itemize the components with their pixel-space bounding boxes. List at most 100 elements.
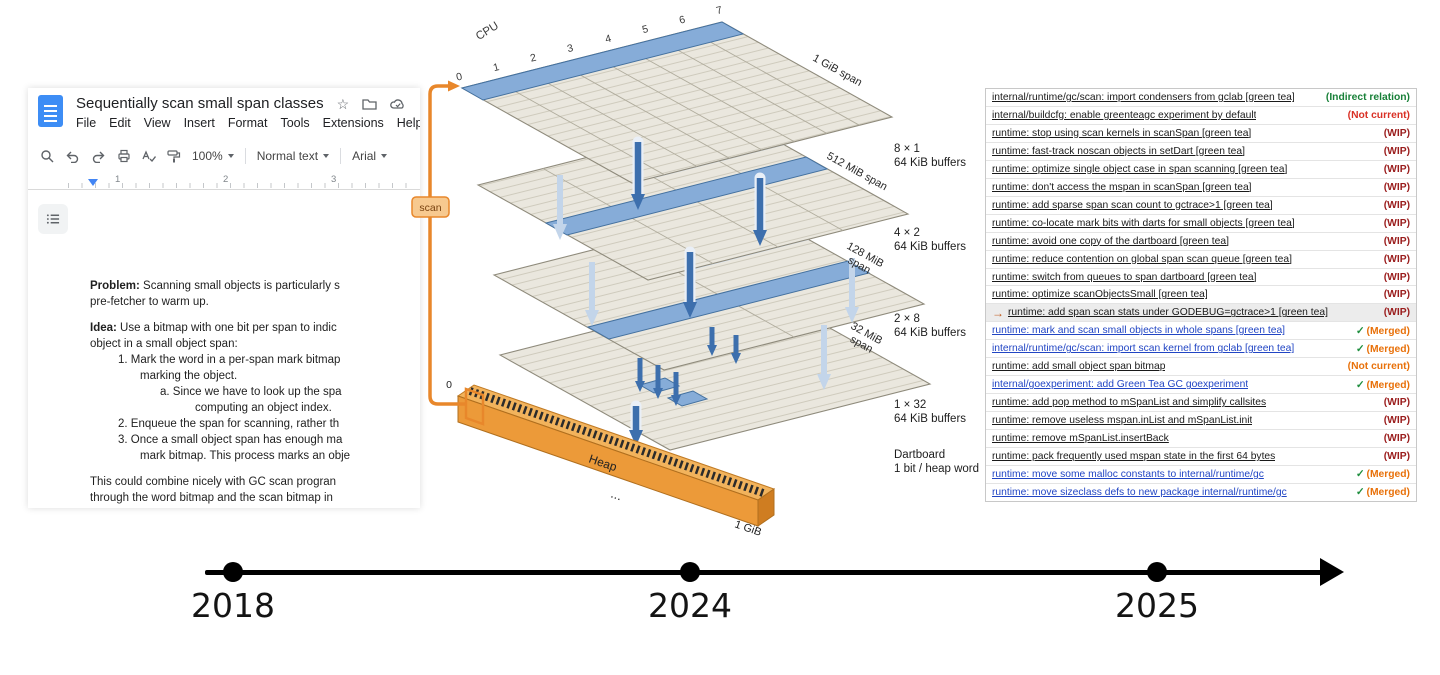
font-select[interactable]: Arial xyxy=(352,149,388,163)
zoom-select[interactable]: 100% xyxy=(192,149,234,163)
commit-link[interactable]: runtime: avoid one copy of the dartboard… xyxy=(992,235,1229,247)
menu-file[interactable]: File xyxy=(76,116,97,130)
menu-view[interactable]: View xyxy=(143,116,171,130)
doc-text-line: 3. Once a small object span has enough m… xyxy=(118,434,343,446)
menu-format[interactable]: Format xyxy=(227,116,268,130)
commit-link[interactable]: runtime: move some malloc constants to i… xyxy=(992,468,1264,480)
svg-text:1 × 32: 1 × 32 xyxy=(894,399,926,411)
menu-edit[interactable]: Edit xyxy=(109,116,131,130)
commit-link[interactable]: runtime: pack frequently used mspan stat… xyxy=(992,451,1276,463)
doc-text-line: object in a small object span: xyxy=(90,338,238,350)
commit-link[interactable]: runtime: fast-track noscan objects in se… xyxy=(992,145,1245,157)
cloud-status-icon xyxy=(390,98,406,110)
commit-link[interactable]: runtime: add sparse span scan count to g… xyxy=(992,199,1273,211)
svg-text:8 × 1: 8 × 1 xyxy=(894,143,920,155)
svg-text:0: 0 xyxy=(455,71,464,84)
commit-link[interactable]: internal/runtime/gc/scan: import scan ke… xyxy=(992,343,1295,355)
span-label-512mib: 512 MiB span xyxy=(825,150,890,193)
document-outline-button[interactable] xyxy=(38,204,68,234)
commit-status: (WIP) xyxy=(1383,433,1410,445)
commit-link[interactable]: runtime: add small object span bitmap xyxy=(992,361,1166,373)
commit-link[interactable]: internal/runtime/gc/scan: import condens… xyxy=(992,91,1295,103)
menu-insert[interactable]: Insert xyxy=(183,116,215,130)
heap-ellipsis: ... xyxy=(609,486,624,504)
span-size-labels: 1 GiB span 512 MiB span 128 MiB span 32 … xyxy=(811,52,890,355)
heap-end-label: 1 GiB xyxy=(733,518,763,538)
commit-link[interactable]: runtime: move sizeclass defs to new pack… xyxy=(992,486,1287,498)
active-scan-cell xyxy=(638,377,681,394)
chevron-down-icon xyxy=(227,154,234,158)
paint-format-button[interactable] xyxy=(167,149,181,163)
commit-status: (Indirect relation) xyxy=(1325,91,1410,103)
commit-status: (WIP) xyxy=(1383,199,1410,211)
commit-status: (WIP) xyxy=(1383,181,1410,193)
commit-link[interactable]: runtime: add pop method to mSpanList and… xyxy=(992,397,1267,409)
ruler-number: 3 xyxy=(331,174,337,185)
doc-text-line: This could combine nicely with GC scan p… xyxy=(90,476,337,488)
menu-tools[interactable]: Tools xyxy=(280,116,310,130)
commit-link[interactable]: runtime: don't access the mspan in scanS… xyxy=(992,181,1252,193)
commit-link[interactable]: runtime: remove mSpanList.insertBack xyxy=(992,433,1169,445)
faded-scan-row xyxy=(671,228,809,270)
spellcheck-button[interactable] xyxy=(142,149,156,163)
commit-link[interactable]: runtime: optimize scanObjectsSmall [gree… xyxy=(992,289,1208,301)
commit-row: runtime: don't access the mspan in scanS… xyxy=(986,179,1416,197)
commit-link[interactable]: runtime: reduce contention on global spa… xyxy=(992,253,1292,265)
doc-text-line: computing an object index. xyxy=(195,402,332,414)
commit-link[interactable]: runtime: mark and scan small objects in … xyxy=(992,325,1286,337)
docs-menubar: File Edit View Insert Format Tools Exten… xyxy=(76,116,420,130)
redo-button[interactable] xyxy=(91,150,106,163)
merged-check-icon: ✓ xyxy=(1355,487,1365,499)
commit-row: runtime: optimize scanObjectsSmall [gree… xyxy=(986,286,1416,305)
commit-row: runtime: move sizeclass defs to new pack… xyxy=(986,484,1416,501)
commit-link[interactable]: runtime: co-locate mark bits with darts … xyxy=(992,217,1295,229)
chevron-down-icon xyxy=(323,154,330,158)
commit-status: (WIP) xyxy=(1383,397,1410,409)
menu-help[interactable]: Help xyxy=(396,116,420,130)
svg-text:2 × 8: 2 × 8 xyxy=(894,313,920,325)
heap-bar xyxy=(456,384,776,527)
commit-link[interactable]: runtime: stop using scan kernels in scan… xyxy=(992,127,1252,139)
doc-text-line: Problem: Scanning small objects is parti… xyxy=(90,280,340,292)
svg-text:6: 6 xyxy=(678,14,687,27)
timeline-arrowhead-icon xyxy=(1320,558,1344,586)
commit-link[interactable]: internal/buildcfg: enable greenteagc exp… xyxy=(992,109,1257,121)
paragraph-style-select[interactable]: Normal text xyxy=(257,149,330,163)
commit-row: → runtime: add span scan stats under GODE… xyxy=(986,304,1416,323)
menu-extensions[interactable]: Extensions xyxy=(322,116,384,130)
print-button[interactable] xyxy=(117,149,131,163)
outline-icon xyxy=(46,214,60,224)
commit-status: (WIP) xyxy=(1383,415,1410,427)
doc-text-line: marking the object. xyxy=(140,370,238,382)
document-body[interactable]: Problem: Scanning small objects is parti… xyxy=(90,278,420,508)
doc-text-line xyxy=(90,464,420,474)
heap-scan-window xyxy=(464,387,485,426)
commit-status: (WIP) xyxy=(1383,289,1410,301)
dartboard-sublabel: 1 bit / heap word xyxy=(894,463,979,475)
commit-link[interactable]: runtime: add span scan stats under GODEB… xyxy=(1008,307,1328,319)
merged-check-icon: ✓ xyxy=(1355,325,1365,337)
active-scan-row xyxy=(460,21,745,101)
commit-status: (WIP) xyxy=(1383,307,1410,319)
commit-status: (WIP) xyxy=(1383,127,1410,139)
timeline-axis xyxy=(205,570,1323,575)
star-icon[interactable]: ☆ xyxy=(336,95,350,112)
commit-link[interactable]: runtime: remove useless mspan.inList and… xyxy=(992,415,1253,427)
undo-button[interactable] xyxy=(65,150,80,163)
commit-row: runtime: mark and scan small objects in … xyxy=(986,322,1416,341)
current-row-arrow-icon: → xyxy=(992,305,1004,320)
document-title[interactable]: Sequentially scan small span classes xyxy=(76,95,324,112)
commit-row: runtime: stop using scan kernels in scan… xyxy=(986,125,1416,143)
search-menus-button[interactable] xyxy=(40,149,54,163)
faded-scan-row xyxy=(634,133,785,178)
commit-status: ✓(Merged) xyxy=(1355,325,1410,337)
indent-marker-icon[interactable] xyxy=(88,179,98,186)
commit-link[interactable]: internal/goexperiment: add Green Tea GC … xyxy=(992,379,1249,391)
commit-link[interactable]: runtime: optimize single object case in … xyxy=(992,163,1288,175)
commit-status: (WIP) xyxy=(1383,145,1410,157)
move-folder-icon[interactable] xyxy=(362,98,377,110)
commit-row: runtime: co-locate mark bits with darts … xyxy=(986,215,1416,233)
chevron-down-icon xyxy=(381,154,388,158)
active-scan-row xyxy=(544,156,829,236)
commit-link[interactable]: runtime: switch from queues to span dart… xyxy=(992,271,1257,283)
